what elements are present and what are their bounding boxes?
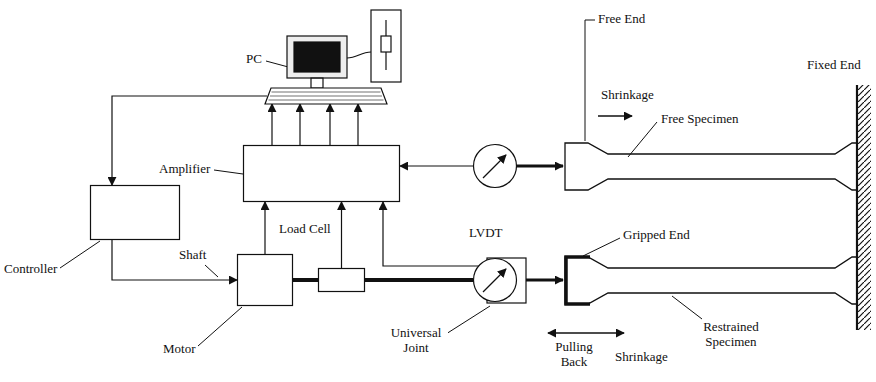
fixed-wall xyxy=(856,85,858,330)
gripped-end xyxy=(566,257,590,304)
signal-arrow xyxy=(264,202,265,254)
leader-line xyxy=(585,20,595,141)
shape-outline xyxy=(243,145,400,202)
part-label: Shrinkage xyxy=(614,350,669,365)
node-label: Universal Joint xyxy=(384,326,448,356)
leader-line xyxy=(583,238,620,256)
signal-arrow xyxy=(341,202,342,268)
restrained-specimen xyxy=(565,257,857,304)
part-label: Gripped End xyxy=(622,228,691,243)
leader-line xyxy=(205,265,218,277)
pull-shrink-arrow xyxy=(548,332,624,334)
signal-arrow xyxy=(383,202,479,266)
controller-box: Controller xyxy=(90,185,180,240)
box-outline xyxy=(319,269,365,292)
part-label: Shaft xyxy=(178,248,207,263)
part-label: Fixed End xyxy=(806,58,862,73)
leader-line xyxy=(628,122,657,157)
load-cell-box: Load Cell xyxy=(318,268,365,292)
leader-line xyxy=(672,296,702,319)
motor-box: Motor xyxy=(237,254,293,306)
gauge-dial xyxy=(474,259,517,302)
leader-line xyxy=(214,170,243,174)
shrinkage-arrow xyxy=(598,115,632,117)
pc-computer: PC xyxy=(265,8,403,104)
shape-outline xyxy=(237,254,293,306)
lvdt-rod xyxy=(517,165,563,168)
node-label: Motor xyxy=(162,342,197,357)
node-label: LVDT xyxy=(468,226,503,241)
leader-line xyxy=(60,241,100,268)
gauge-dial xyxy=(474,145,517,188)
node-label: Load Cell xyxy=(278,222,332,237)
node-label: Controller xyxy=(3,262,58,277)
fixed-wall-hatch xyxy=(858,85,871,330)
computer-icon xyxy=(265,10,401,104)
universal-joint: Universal Joint xyxy=(473,257,527,304)
node-label: PC xyxy=(245,52,263,67)
part-label: Free End xyxy=(597,12,646,27)
shape-outline xyxy=(90,185,180,240)
gauge-needle xyxy=(483,269,506,292)
drive-shaft xyxy=(293,278,318,282)
signal-arrow xyxy=(271,104,272,145)
signal-arrow xyxy=(329,104,330,145)
shape-outline xyxy=(265,8,403,104)
node-label: Amplifier xyxy=(158,162,211,177)
box-outline xyxy=(238,255,293,306)
shape-outline xyxy=(473,257,527,304)
lvdt-gauge: LVDT xyxy=(473,144,517,188)
signal-arrow xyxy=(400,165,473,166)
signal-arrow xyxy=(299,104,300,145)
shape-outline xyxy=(318,268,365,292)
free-specimen xyxy=(565,143,857,190)
leader-line xyxy=(198,307,242,346)
drive-shaft xyxy=(365,278,473,282)
signal-arrow xyxy=(112,240,237,280)
amplifier-box: Amplifier xyxy=(243,145,400,202)
leader-line xyxy=(446,306,490,334)
part-label: Restrained Specimen xyxy=(688,320,774,350)
signal-arrow xyxy=(357,104,358,145)
box-outline xyxy=(91,186,180,240)
shape-outline xyxy=(473,144,517,188)
part-label: Free Specimen xyxy=(660,112,740,127)
part-label: Shrinkage xyxy=(600,88,655,103)
gauge-needle xyxy=(483,155,506,178)
box-outline xyxy=(244,146,400,202)
part-label: Pulling Back xyxy=(545,340,603,370)
